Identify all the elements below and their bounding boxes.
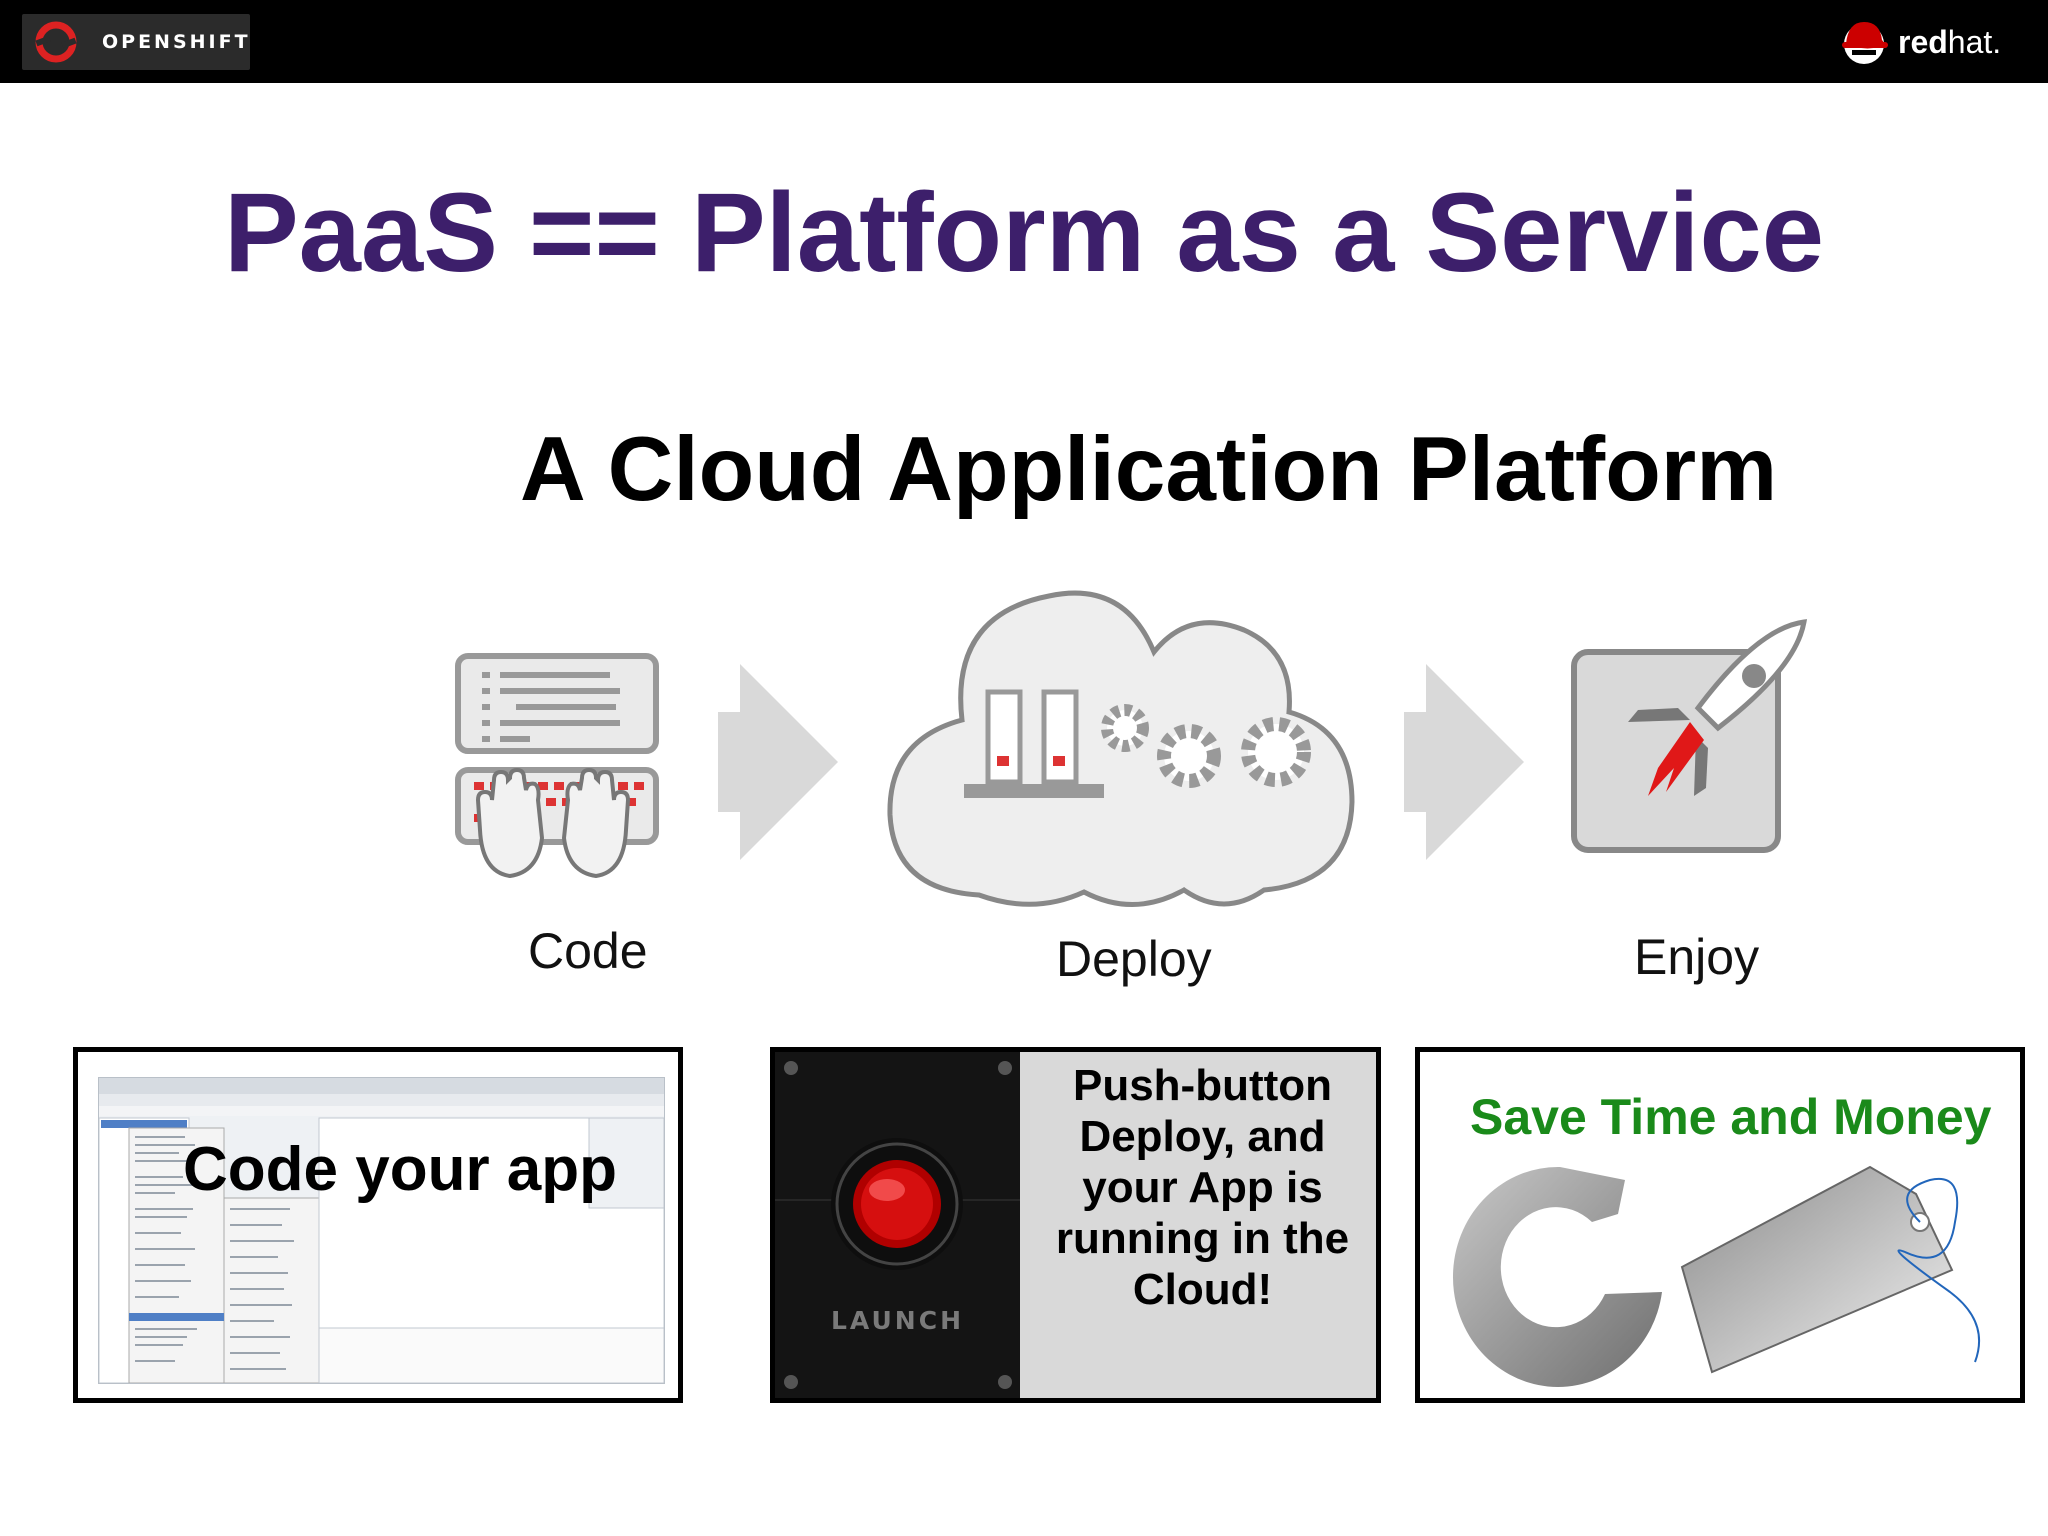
redhat-logo: redhat.	[1838, 14, 2008, 70]
deploy-description: Push-button Deploy, and your App is runn…	[1055, 1061, 1350, 1314]
openshift-logo: OPENSHIFT	[22, 14, 250, 70]
rocket-icon	[1571, 619, 1808, 853]
step-label-code: Code	[528, 923, 648, 979]
keyboard-hands-icon	[455, 653, 659, 879]
step-label-deploy: Deploy	[1056, 931, 1212, 987]
slide-title: PaaS == Platform as a Service	[223, 170, 1825, 295]
redhat-logo-text-bold: red	[1898, 24, 1948, 60]
arrow-right-icon	[718, 664, 838, 860]
save-time-money-panel: Save Time and Money	[1415, 1047, 2025, 1403]
save-time-money-label: Save Time and Money	[1470, 1089, 1992, 1145]
launch-button-icon[interactable]	[775, 1052, 1020, 1398]
ide-screenshot	[98, 1077, 665, 1384]
openshift-icon	[35, 21, 77, 63]
openshift-logo-text: OPENSHIFT	[102, 31, 251, 53]
launch-pad: LAUNCH	[775, 1052, 1020, 1398]
push-button-deploy-panel: LAUNCH Push-button Deploy, and your App …	[770, 1047, 1381, 1403]
step-label-enjoy: Enjoy	[1634, 929, 1760, 985]
redhat-logo-text-light: hat.	[1947, 24, 2002, 60]
arrow-right-icon	[1404, 664, 1524, 860]
redhat-shadowman-icon	[1842, 22, 1888, 64]
top-bar: OPENSHIFT redhat.	[0, 0, 2048, 83]
clock-price-tag-icon	[1452, 1165, 1981, 1387]
slide-subtitle: A Cloud Application Platform	[520, 419, 1778, 520]
code-your-app-label: Code your app	[183, 1135, 618, 1204]
launch-label: LAUNCH	[830, 1306, 964, 1335]
cloud-gears-icon	[887, 590, 1355, 907]
code-your-app-panel: Code your app	[73, 1047, 683, 1403]
